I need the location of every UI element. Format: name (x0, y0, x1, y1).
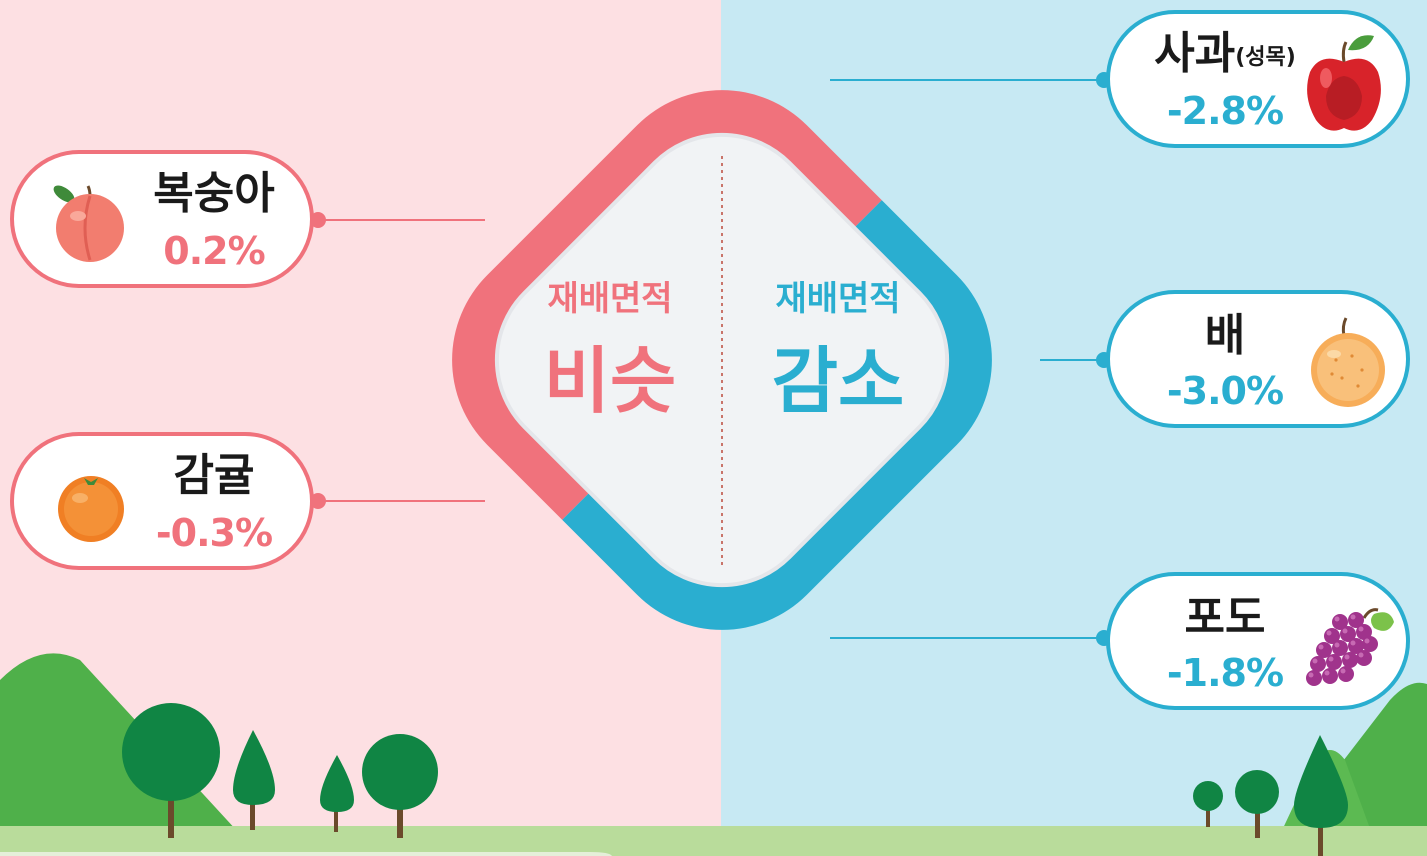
apple-icon (1307, 35, 1381, 131)
right-trees (1193, 735, 1348, 856)
center-left-value: 비슷 (543, 339, 677, 423)
fruit-name: 사과(성목) (1154, 28, 1296, 79)
tangerine-icon (58, 476, 124, 542)
ground (0, 826, 1427, 856)
card-grape: 포도 -1.8% (1106, 572, 1410, 710)
card-tangerine: 감귤 -0.3% (10, 432, 314, 570)
fruit-name: 포도 (1184, 592, 1266, 643)
center-left-label: 재배면적 (547, 279, 673, 319)
card-apple: 사과(성목) -2.8% (1106, 10, 1410, 148)
fruit-name: 배 (1204, 310, 1246, 361)
fruit-change: -3.0% (1166, 369, 1284, 413)
pear-icon (1311, 317, 1385, 407)
fruit-name-sub: (성목) (1235, 45, 1296, 70)
grape-icon (1306, 608, 1394, 686)
peach-icon (53, 185, 124, 262)
fruit-change: -0.3% (155, 511, 273, 555)
center-right-label: 재배면적 (775, 279, 901, 319)
fruit-change: -2.8% (1166, 89, 1284, 133)
fruit-change: -1.8% (1166, 651, 1284, 695)
ground-path (0, 852, 612, 856)
fruit-name: 복숭아 (153, 168, 275, 219)
card-pear: 배 -3.0% (1106, 290, 1410, 428)
fruit-name: 감귤 (173, 450, 255, 501)
left-trees (122, 703, 438, 838)
center-right-value: 감소 (771, 339, 905, 423)
card-peach: 복숭아 0.2% (10, 150, 314, 288)
fruit-change: 0.2% (163, 229, 265, 273)
